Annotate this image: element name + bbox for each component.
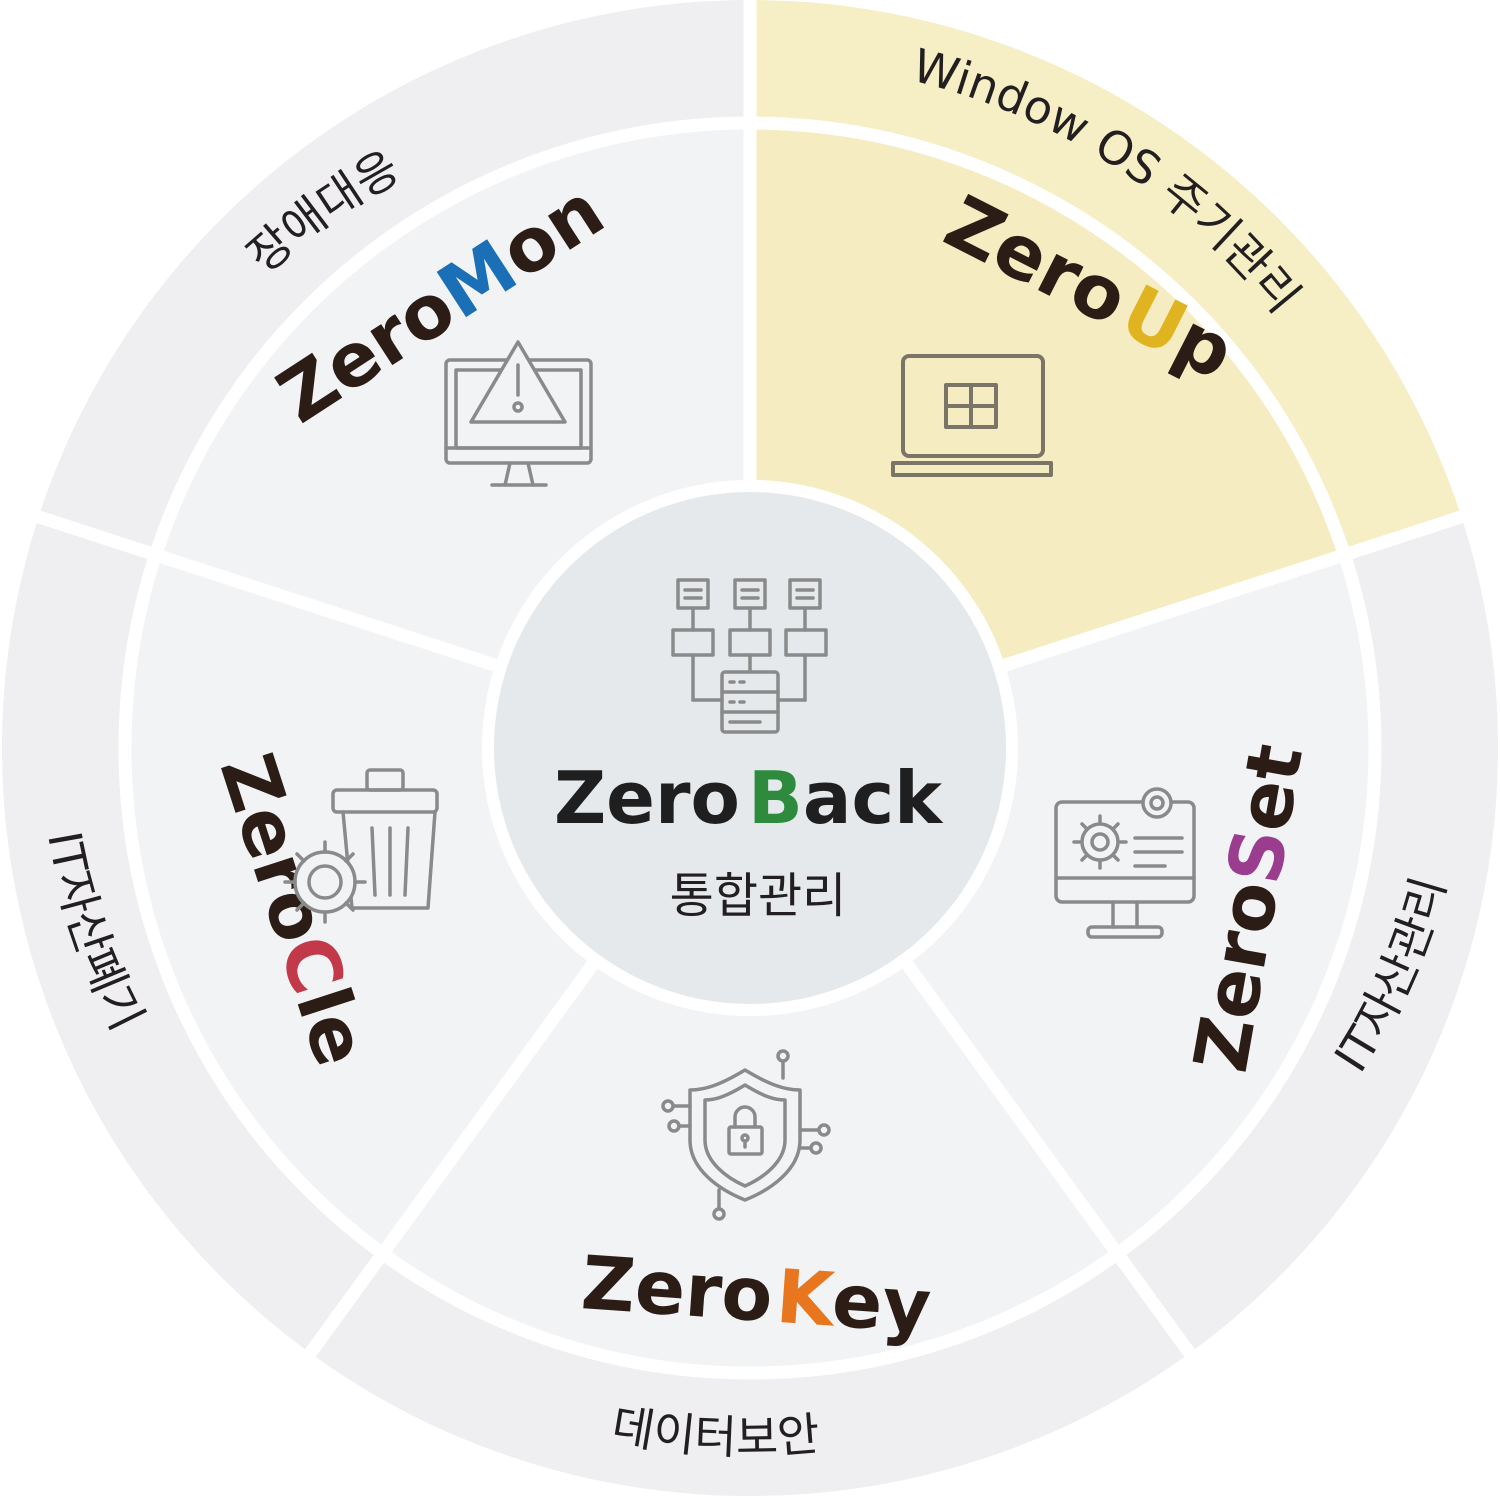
segment-inner-zerokey[interactable] bbox=[382, 964, 1118, 1373]
center-brand-prefix: Zero bbox=[554, 756, 740, 840]
brand-zerokey-letter: K bbox=[773, 1254, 839, 1344]
server-network-icon bbox=[671, 578, 828, 734]
brand-zerokey: ZeroKey bbox=[579, 1240, 934, 1350]
segment-outer-zeroset bbox=[1117, 516, 1498, 1354]
radial-divider bbox=[902, 960, 1198, 1361]
monitor-warning-icon bbox=[444, 340, 593, 487]
radial-divider bbox=[32, 509, 498, 672]
center-brand-suffix: ack bbox=[803, 756, 944, 840]
center-disc[interactable] bbox=[494, 492, 1006, 1004]
radial-divider bbox=[1002, 509, 1468, 672]
shield-lock-icon bbox=[661, 1049, 831, 1221]
segment-dividers bbox=[32, 0, 1468, 1380]
trash-gear-icon bbox=[283, 768, 439, 924]
laptop-windows-icon bbox=[891, 354, 1053, 477]
brand-zerokey-prefix: Zero bbox=[579, 1240, 776, 1339]
segment-inner-zeromon[interactable] bbox=[155, 123, 751, 666]
segment-inner-zerocle[interactable] bbox=[125, 554, 593, 1254]
radial-divider bbox=[302, 960, 598, 1361]
brand-zeroset-suffix: et bbox=[1220, 738, 1320, 837]
center-subtitle: 통합관리 bbox=[670, 868, 847, 924]
segment-outer-zerocle bbox=[2, 516, 383, 1354]
monitor-settings-icon bbox=[1054, 787, 1196, 939]
center-brand-letter: B bbox=[748, 756, 803, 840]
segment-inner-zeroup[interactable] bbox=[750, 123, 1345, 666]
segment-inner-zeroset[interactable] bbox=[907, 554, 1375, 1254]
brand-zerokey-suffix: ey bbox=[829, 1258, 933, 1351]
